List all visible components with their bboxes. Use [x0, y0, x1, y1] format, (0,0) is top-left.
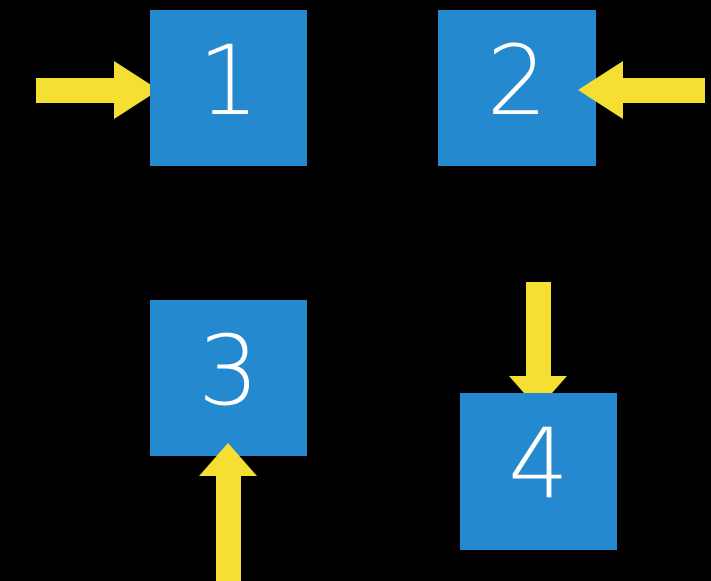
diagram-node-3[interactable] [150, 300, 307, 456]
diagram-node-1-label: 1 [197, 25, 260, 137]
diagram-node-4[interactable] [460, 393, 617, 550]
arrow-right-polygon [36, 61, 159, 119]
diagram-node-4-label: 4 [507, 408, 570, 520]
arrow-up-polygon [199, 443, 257, 581]
arrow-right-into-node-1-icon [36, 61, 159, 119]
arrow-left-into-node-2-icon [578, 61, 705, 119]
arrow-down-polygon [509, 282, 567, 409]
arrow-up-into-node-3-icon [199, 443, 257, 581]
arrow-left-polygon [578, 61, 705, 119]
diagram-node-2[interactable] [438, 10, 596, 166]
arrow-down-into-node-4-icon [509, 282, 567, 409]
diagram-node-2-label: 2 [486, 25, 548, 137]
diagram-node-3-label: 3 [197, 315, 260, 427]
diagram-node-1[interactable] [150, 10, 307, 166]
